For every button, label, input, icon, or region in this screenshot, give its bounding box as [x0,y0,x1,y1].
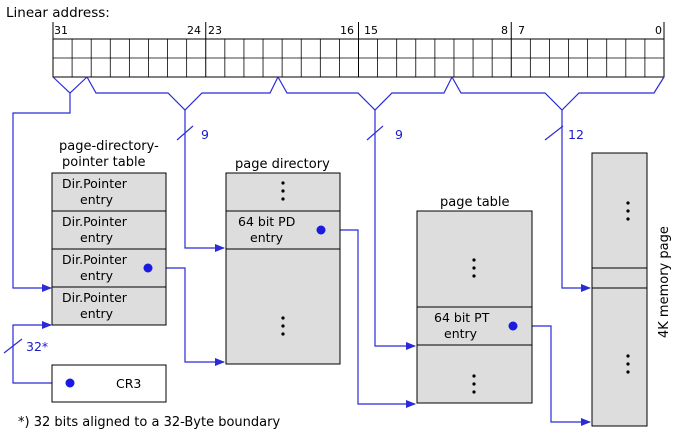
bit-width-marks: 9 9 12 32* [3,125,584,354]
memory-page: 4K memory page [591,152,672,427]
linear-address-title: Linear address: [6,5,110,21]
page-table-ellipsis-bottom [472,374,476,394]
page-directory-ellipsis-bottom [281,316,285,336]
cr3-wire [12,321,70,384]
pd-entry-line1: 64 bit PD [238,214,295,229]
pd-index-wire [184,110,225,252]
address-field-connectors [52,76,665,111]
bit-labels: 31 24 23 16 15 8 7 0 [54,24,662,37]
pd-index-bracket [86,76,279,111]
pdpt-index-width: 32* [26,339,48,354]
page-table: page table 64 bit PT entry [416,195,533,404]
pdpt-entry-1: Dir.Pointer entry [62,214,128,245]
bit-label-0: 0 [655,24,662,37]
svg-text:entry: entry [80,306,114,321]
svg-text:entry: entry [80,192,114,207]
bit-label-16: 16 [340,24,354,37]
memory-page-box [591,152,648,427]
svg-text:entry: entry [80,268,114,283]
pd-index-slash [176,125,194,141]
pdpt-title-line1: page-directory- [59,139,159,154]
pt-index-bracket [277,76,453,111]
pt-index-width: 9 [395,127,403,142]
pd-index-width: 9 [201,127,209,142]
svg-text:entry: entry [80,230,114,245]
page-directory-ellipsis-top [281,181,285,201]
svg-text:Dir.Pointer: Dir.Pointer [62,214,128,229]
cr3-label: CR3 [116,376,141,391]
svg-text:Dir.Pointer: Dir.Pointer [62,290,128,305]
page-table-title: page table [440,195,510,210]
bit-label-24: 24 [187,24,201,37]
pt-entry-line2: entry [444,326,478,341]
memory-page-title: 4K memory page [657,226,672,338]
pd-entry-line2: entry [250,230,284,245]
cr3-pointer-dot [65,378,75,388]
pdpt-entry-pointer-dot [143,263,153,273]
memory-page-ellipsis-top [626,201,630,221]
pdpt-index-slash [3,338,23,354]
bit-label-15: 15 [364,24,378,37]
page-directory: page directory 64 bit PD entry [225,157,341,365]
page-directory-box [225,172,341,365]
svg-text:Dir.Pointer: Dir.Pointer [62,252,128,267]
page-directory-title: page directory [235,157,330,172]
pt-index-wire [374,110,416,350]
bit-label-7: 7 [518,24,525,37]
svg-text:Dir.Pointer: Dir.Pointer [62,176,128,191]
pdpt-entry-2: Dir.Pointer entry [62,252,153,283]
offset-width: 12 [568,127,584,142]
offset-bracket [451,76,665,111]
pdpt-entry-0: Dir.Pointer entry [62,176,128,207]
page-table-ellipsis-top [472,258,476,278]
memory-page-ellipsis-bottom [626,354,630,374]
footnote: *) 32 bits aligned to a 32-Byte boundary [18,415,280,430]
linear-address-bit-row [52,22,665,78]
bit-label-31: 31 [54,24,68,37]
pdpt-index-wire [12,93,71,292]
offset-wire [561,110,591,292]
pdpt-table: page-directory- pointer table Dir.Pointe… [51,139,167,326]
pt-index-slash [366,125,384,141]
pt-entry-line1: 64 bit PT [434,310,490,325]
bit-label-23: 23 [208,24,222,37]
pt-entry-pointer-dot [508,321,518,331]
pd-entry-pointer-dot [316,225,326,235]
bit-label-8: 8 [501,24,508,37]
offset-slash [544,125,564,141]
cr3-register: CR3 [51,364,167,403]
pdpt-title-line2: pointer table [62,155,146,170]
pdpt-entry-3: Dir.Pointer entry [62,290,128,321]
pdpt-index-bracket [52,76,88,94]
